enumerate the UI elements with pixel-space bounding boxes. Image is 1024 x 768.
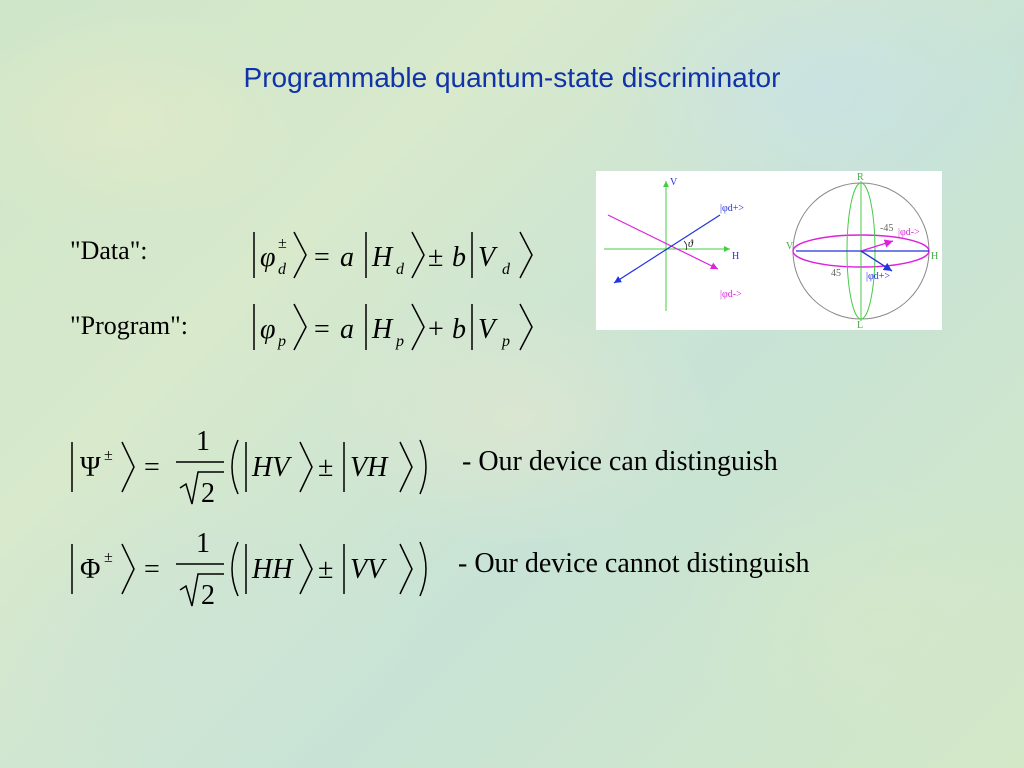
svg-text:=: =	[314, 242, 330, 273]
svg-text:|φd+>: |φd+>	[720, 203, 744, 214]
svg-text:+: +	[428, 314, 444, 345]
svg-text:H: H	[931, 251, 938, 262]
note-can-distinguish: - Our device can distinguish	[462, 446, 778, 477]
svg-text:HV: HV	[251, 452, 292, 483]
svg-text:b: b	[452, 314, 466, 345]
svg-text:|φd->: |φd->	[720, 289, 742, 300]
svg-text:Φ: Φ	[80, 554, 100, 585]
svg-text:±: ±	[104, 549, 113, 566]
svg-text:1: 1	[196, 426, 210, 457]
svg-text:=: =	[144, 452, 160, 483]
svg-text:1: 1	[196, 528, 210, 559]
note-cannot-distinguish: - Our device cannot distinguish	[458, 548, 810, 579]
svg-text:=: =	[314, 314, 330, 345]
svg-text:|φd+>: |φd+>	[866, 271, 890, 282]
svg-text:2: 2	[201, 580, 215, 611]
linear-polarization-plot: V H ϑ |φd+> |φd->	[604, 177, 744, 311]
svg-text:φ: φ	[260, 242, 276, 273]
svg-text:V: V	[478, 242, 498, 273]
svg-text:V: V	[478, 314, 498, 345]
svg-text:p: p	[501, 333, 510, 350]
svg-text:R: R	[857, 172, 864, 183]
svg-text:|φd->: |φd->	[898, 227, 920, 238]
svg-text:±: ±	[278, 235, 287, 252]
svg-text:p: p	[277, 333, 286, 350]
svg-text:H: H	[371, 314, 394, 345]
svg-text:H: H	[732, 251, 739, 262]
svg-text:-45: -45	[880, 223, 893, 234]
data-state-formula: φ ± d = a H d ± b V d	[253, 231, 533, 279]
svg-text:φ: φ	[260, 314, 276, 345]
phi-bell-state-formula: Φ ± = 1 2 HH ± VV	[71, 528, 427, 611]
svg-text:a: a	[340, 242, 354, 273]
slide-title: Programmable quantum-state discriminator	[243, 62, 781, 93]
svg-text:d: d	[278, 261, 287, 278]
svg-text:VH: VH	[350, 452, 389, 483]
svg-text:=: =	[144, 554, 160, 585]
svg-text:VV: VV	[350, 554, 387, 585]
svg-text:2: 2	[201, 478, 215, 509]
svg-text:±: ±	[104, 447, 113, 464]
svg-text:ϑ: ϑ	[688, 239, 694, 250]
svg-text:±: ±	[428, 242, 443, 273]
svg-text:V: V	[786, 241, 794, 252]
svg-text:d: d	[502, 261, 511, 278]
svg-text:HH: HH	[251, 554, 294, 585]
svg-text:V: V	[670, 177, 678, 188]
svg-text:b: b	[452, 242, 466, 273]
psi-bell-state-formula: Ψ ± = 1 2 HV ± VH	[71, 426, 427, 509]
svg-text:Ψ: Ψ	[80, 452, 101, 483]
svg-text:45: 45	[831, 268, 841, 279]
svg-text:H: H	[371, 242, 394, 273]
program-label: "Program":	[70, 311, 188, 340]
svg-text:p: p	[395, 333, 404, 350]
svg-text:d: d	[396, 261, 405, 278]
poincare-sphere: R L V H -45 45 |φd-> |φd+>	[786, 172, 938, 331]
program-state-formula: φ p = a H p + b V p	[253, 303, 533, 351]
svg-text:a: a	[340, 314, 354, 345]
polarization-diagram: V H ϑ |φd+> |φd-> R L V H -45 45 |φd-> |…	[596, 171, 942, 331]
svg-text:L: L	[857, 320, 863, 330]
svg-text:±: ±	[318, 452, 333, 483]
svg-text:±: ±	[318, 554, 333, 585]
data-label: "Data":	[70, 236, 148, 265]
